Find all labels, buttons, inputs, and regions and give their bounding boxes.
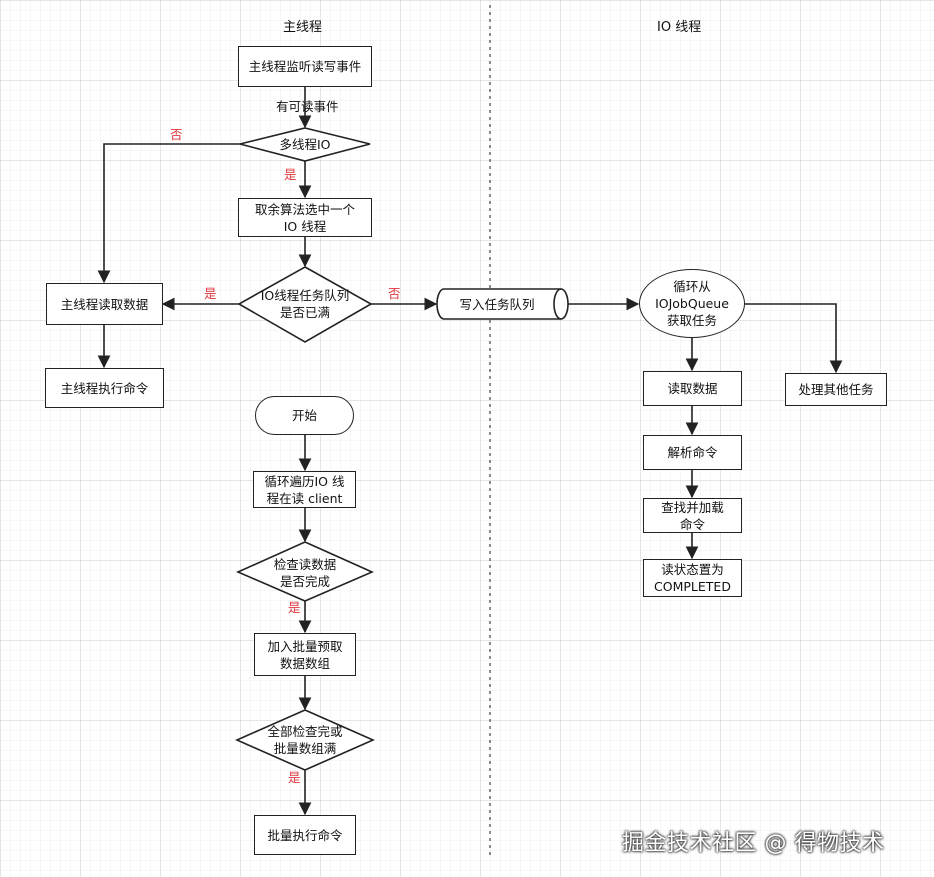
node-io-lookup[interactable]: 查找并加载 命令 (643, 498, 742, 533)
edge-label-yes-done: 是 (288, 600, 301, 615)
node-start[interactable]: 开始 (255, 396, 354, 435)
node-main-exec[interactable]: 主线程执行命令 (45, 368, 164, 408)
node-main-read[interactable]: 主线程读取数据 (46, 283, 163, 325)
node-check-done[interactable]: 检查读数据 是否完成 (273, 557, 337, 589)
node-pick-thread[interactable]: 取余算法选中一个 IO 线程 (238, 198, 372, 237)
node-io-completed[interactable]: 读状态置为 COMPLETED (643, 559, 742, 597)
node-io-read[interactable]: 读取数据 (643, 371, 742, 406)
decision-queue-full-shape (237, 266, 373, 343)
edge-label-no-full: 否 (388, 286, 401, 301)
edge-multi-no-to-main-read (97, 143, 240, 284)
node-other-task[interactable]: 处理其他任务 (785, 373, 887, 406)
decision-all-checked-shape (235, 709, 375, 771)
node-all-checked[interactable]: 全部检查完或 批量数组满 (267, 724, 343, 756)
edge-label-yes-multi: 是 (284, 167, 297, 182)
node-multi-io[interactable]: 多线程IO (279, 136, 331, 152)
edge-label-readable: 有可读事件 (276, 99, 339, 114)
queue-cylinder-shape (436, 288, 569, 320)
edge-label-no-multi: 否 (170, 127, 183, 142)
watermark: 掘金技术社区 @ 得物技术 (622, 831, 885, 856)
node-io-loop[interactable]: 循环从 IOJobQueue 获取任务 (639, 269, 745, 338)
edge-loop-to-other (745, 303, 843, 374)
node-batch-exec[interactable]: 批量执行命令 (254, 815, 356, 855)
node-io-parse[interactable]: 解析命令 (643, 435, 742, 470)
decision-check-done-shape (236, 541, 374, 602)
node-write-queue[interactable]: 写入任务队列 (459, 296, 535, 312)
lane-title-main: 主线程 (283, 20, 323, 35)
edge-label-yes-all: 是 (288, 770, 301, 785)
node-loop-clients[interactable]: 循环遍历IO 线 程在读 client (253, 471, 356, 508)
node-add-batch[interactable]: 加入批量预取 数据数组 (254, 633, 356, 676)
node-queue-full[interactable]: IO线程任务队列 是否已满 (260, 288, 350, 320)
lane-title-io: IO 线程 (657, 20, 702, 35)
node-main-listen[interactable]: 主线程监听读写事件 (238, 46, 372, 87)
edge-label-yes-full: 是 (204, 286, 217, 301)
decision-multi-io-shape (239, 127, 371, 162)
